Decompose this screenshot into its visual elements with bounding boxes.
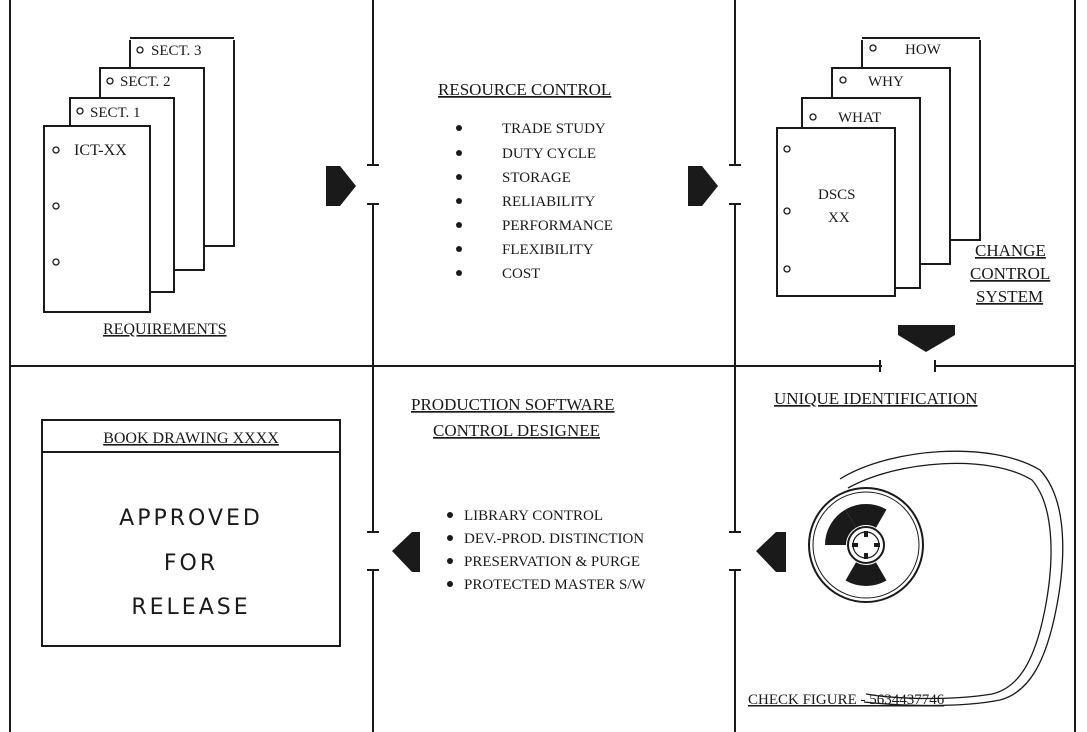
resource-control-panel: RESOURCE CONTROL TRADE STUDY DUTY CYCLE …	[438, 80, 613, 282]
resource-item: PERFORMANCE	[502, 218, 613, 234]
resource-item: RELIABILITY	[502, 194, 595, 210]
production-bullets	[447, 512, 453, 587]
dscs-doc-label: DSCS	[818, 187, 856, 203]
production-software-title: PRODUCTION SOFTWARE	[411, 395, 615, 414]
book-drawing-panel: BOOK DRAWING XXXX APPROVED FOR RELEASE	[41, 419, 341, 647]
unique-identification-panel: UNIQUE IDENTIFICATION CHECK FIGURE - 563…	[748, 389, 1064, 708]
book-drawing-box	[41, 419, 341, 647]
resource-item: DUTY CYCLE	[502, 146, 596, 162]
requirements-caption: REQUIREMENTS	[103, 321, 227, 338]
arrow-left-icon	[756, 532, 786, 572]
why-tab-label: WHY	[868, 74, 904, 90]
production-item: PRESERVATION & PURGE	[464, 554, 640, 570]
how-tab-label: HOW	[905, 42, 942, 58]
unique-identification-title: UNIQUE IDENTIFICATION	[774, 389, 978, 408]
binder-holes	[52, 46, 144, 266]
resource-bullets	[456, 125, 462, 276]
binder-holes	[783, 44, 877, 273]
document-stack-icon	[776, 37, 981, 297]
arrow-left-icon	[392, 532, 420, 572]
sect-2-label: SECT. 2	[120, 74, 171, 90]
production-item: LIBRARY CONTROL	[464, 508, 603, 524]
grid-lines	[9, 0, 1076, 732]
for-label: FOR	[164, 551, 218, 576]
change-control-caption: CONTROL	[970, 264, 1050, 283]
change-control-caption: SYSTEM	[976, 287, 1043, 306]
change-control-panel: HOW WHY WHAT DSCS XX CHANGE CONTROL SYST…	[776, 37, 1050, 306]
tape-reel-icon	[808, 450, 1064, 707]
release-label: RELEASE	[131, 595, 250, 620]
resource-item: TRADE STUDY	[502, 121, 606, 137]
change-control-caption: CHANGE	[975, 241, 1046, 260]
sect-1-label: SECT. 1	[90, 105, 141, 121]
production-item: DEV.-PROD. DISTINCTION	[464, 531, 644, 547]
book-drawing-title: BOOK DRAWING XXXX	[103, 430, 279, 447]
resource-control-title: RESOURCE CONTROL	[438, 80, 611, 99]
arrow-right-icon	[326, 166, 356, 206]
production-software-title: CONTROL DESIGNEE	[433, 421, 600, 440]
production-item: PROTECTED MASTER S/W	[464, 577, 647, 593]
document-stack-icon	[43, 37, 235, 313]
arrow-right-icon	[688, 166, 718, 206]
ict-doc-label: ICT-XX	[74, 142, 127, 159]
resource-item: FLEXIBILITY	[502, 242, 594, 258]
resource-item: STORAGE	[502, 170, 571, 186]
grid-gap	[882, 362, 934, 370]
production-software-panel: PRODUCTION SOFTWARE CONTROL DESIGNEE LIB…	[411, 395, 647, 593]
approved-label: APPROVED	[119, 506, 263, 531]
arrow-down-icon	[898, 325, 955, 352]
sect-3-label: SECT. 3	[151, 43, 202, 59]
resource-item: COST	[502, 266, 540, 282]
requirements-panel: SECT. 3 SECT. 2 SECT. 1 ICT-XX REQUIREME…	[43, 37, 235, 338]
dscs-doc-number: XX	[828, 210, 850, 226]
what-tab-label: WHAT	[838, 110, 881, 126]
check-figure-label: CHECK FIGURE - 5634437746	[748, 692, 945, 708]
